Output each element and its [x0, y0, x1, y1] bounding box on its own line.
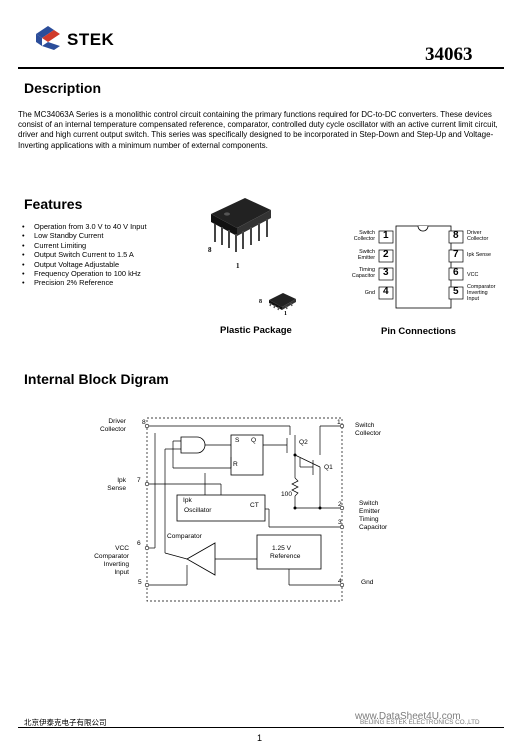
pin-number: 7	[137, 477, 141, 484]
features-list: Operation from 3.0 V to 40 V Input Low S…	[22, 222, 147, 288]
feature-item: Frequency Operation to 100 kHz	[22, 269, 147, 278]
oscillator-label: Oscillator	[184, 507, 212, 514]
gnd-label: Gnd	[361, 579, 374, 586]
dip-pin1-label: 1	[236, 262, 240, 270]
header-rule	[18, 67, 504, 69]
q1-label: Q1	[324, 464, 333, 471]
reference-label: Reference	[270, 553, 301, 560]
pin-number: 2	[383, 249, 389, 260]
pin-number: 2	[338, 501, 342, 508]
description-heading: Description	[24, 80, 102, 96]
pin-label: Gnd	[364, 290, 375, 296]
dip-pin8-label: 8	[208, 246, 212, 254]
brand-name: STEK	[67, 30, 115, 49]
package-caption: Plastic Package	[220, 325, 292, 336]
stek-logo-icon	[36, 26, 60, 50]
pin-label: VCC	[467, 272, 479, 278]
osc-ipk-label: Ipk	[183, 497, 192, 504]
pin-number: 7	[453, 249, 459, 260]
description-text: The MC34063A Series is a monolithic cont…	[18, 110, 498, 150]
pin-diagram	[378, 225, 464, 309]
pin-number: 5	[453, 286, 459, 297]
features-heading: Features	[24, 196, 83, 212]
pin-label: Ipk Sense	[467, 252, 491, 258]
comparator-label: Comparator	[167, 533, 202, 540]
feature-item: Output Voltage Adjustable	[22, 260, 147, 269]
pin-number: 3	[383, 267, 389, 278]
company-en: BEIJING ESTEK ELECTRONICS CO.,LTD	[360, 719, 480, 726]
pin-number: 4	[338, 578, 342, 585]
page-number: 1	[257, 733, 263, 743]
feature-item: Current Limiting	[22, 241, 147, 250]
block-diagram	[144, 417, 345, 602]
feature-item: Operation from 3.0 V to 40 V Input	[22, 222, 147, 231]
soic-pin1-label: 1	[284, 311, 287, 317]
feature-item: Low Standby Current	[22, 231, 147, 240]
feature-item: Output Switch Current to 1.5 A	[22, 250, 147, 259]
pin-number: 5	[138, 579, 142, 586]
block-diagram-heading: Internal Block Digram	[24, 371, 169, 387]
pin-connections-caption: Pin Connections	[381, 326, 456, 337]
q2-label: Q2	[299, 439, 308, 446]
feature-item: Precision 2% Reference	[22, 278, 147, 287]
pin-number: 4	[383, 286, 389, 297]
dip-package-icon	[211, 198, 271, 252]
ff-r-label: R	[233, 461, 238, 468]
company-cn: 北京伊泰克电子有限公司	[24, 718, 107, 727]
watermark: www.DataSheet4U.com	[355, 711, 461, 722]
pin-number: 1	[337, 419, 341, 426]
pin-number: 3	[338, 519, 342, 526]
osc-ct-label: CT	[250, 502, 259, 509]
soic-pin8-label: 8	[259, 299, 262, 305]
pin-number: 8	[453, 230, 459, 241]
reference-voltage-label: 1.25 V	[272, 545, 292, 552]
part-number: 34063	[425, 44, 473, 65]
pin-number: 6	[137, 540, 141, 547]
resistor-label: 100	[281, 491, 293, 498]
pin-number: 1	[383, 230, 389, 241]
ff-s-label: S	[235, 437, 240, 444]
pin-number: 6	[453, 267, 459, 278]
pin-number: 8	[142, 419, 146, 426]
footer-rule	[18, 727, 504, 728]
ff-q-label: Q	[251, 437, 257, 444]
soic-package-icon	[269, 293, 296, 311]
